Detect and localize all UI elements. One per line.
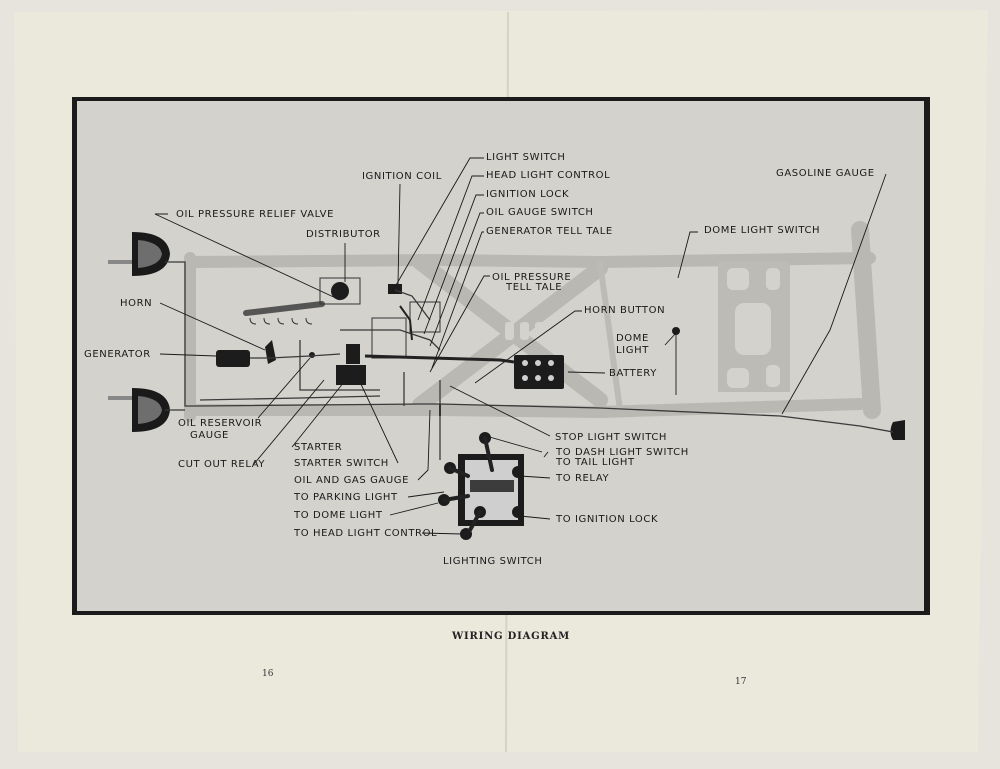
label-dome-light-switch: DOME LIGHT SWITCH xyxy=(704,225,821,236)
label-to-dash-light-switch: TO DASH LIGHT SWITCH xyxy=(556,447,689,458)
label-to-tail-light: TO TAIL LIGHT xyxy=(556,457,635,468)
label-ignition-lock: IGNITION LOCK xyxy=(486,189,570,200)
label-gauge: GAUGE xyxy=(190,430,229,441)
page-number-left: 16 xyxy=(262,669,274,679)
label-oil-reservoir: OIL RESERVOIR xyxy=(178,418,263,429)
label-light-switch: LIGHT SWITCH xyxy=(486,152,566,163)
label-battery: BATTERY xyxy=(609,368,657,379)
label-starter: STARTER xyxy=(294,442,343,453)
label-lighting-switch: LIGHTING SWITCH xyxy=(443,556,543,567)
label-oil-and-gas-gauge: OIL AND GAS GAUGE xyxy=(294,475,410,486)
label-dome: DOME xyxy=(616,333,649,344)
label-oil-pressure: OIL PRESSURE xyxy=(492,272,572,283)
label-to-parking-light: TO PARKING LIGHT xyxy=(294,492,398,503)
label-generator-tell-tale: GENERATOR TELL TALE xyxy=(486,226,613,237)
label-light: LIGHT xyxy=(616,345,649,356)
page-number-right: 17 xyxy=(735,677,747,687)
label-to-ignition-lock: TO IGNITION LOCK xyxy=(556,514,659,525)
label-tell-tale: TELL TALE xyxy=(506,282,563,293)
label-to-relay: TO RELAY xyxy=(556,473,610,484)
label-to-head-light-control: TO HEAD LIGHT CONTROL xyxy=(294,528,438,539)
label-ignition-coil: IGNITION COIL xyxy=(362,171,442,182)
label-horn: HORN xyxy=(120,298,153,309)
label-horn-button: HORN BUTTON xyxy=(584,305,666,316)
label-oil-pressure-relief-valve: OIL PRESSURE RELIEF VALVE xyxy=(176,209,335,220)
label-distributor: DISTRIBUTOR xyxy=(306,229,381,240)
label-oil-gauge-switch: OIL GAUGE SWITCH xyxy=(486,207,594,218)
label-to-dome-light: TO DOME LIGHT xyxy=(294,510,383,521)
label-generator: GENERATOR xyxy=(84,349,151,360)
label-gasoline-gauge: GASOLINE GAUGE xyxy=(776,168,875,179)
label-cut-out-relay: CUT OUT RELAY xyxy=(178,459,266,470)
label-head-light-control: HEAD LIGHT CONTROL xyxy=(486,170,611,181)
label-stop-light-switch: STOP LIGHT SWITCH xyxy=(555,432,668,443)
diagram-caption: WIRING DIAGRAM xyxy=(452,631,571,642)
label-starter-switch: STARTER SWITCH xyxy=(294,458,389,469)
